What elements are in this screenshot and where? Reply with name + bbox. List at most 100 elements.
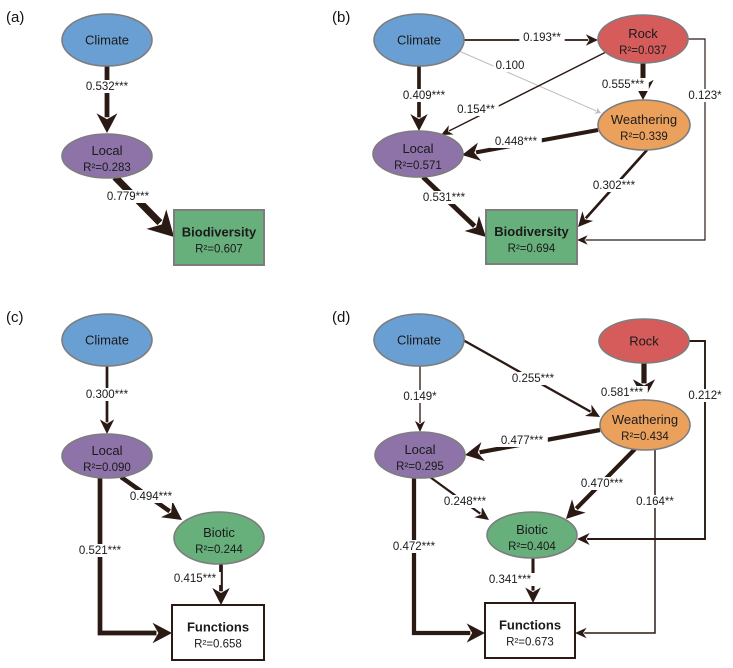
node-title: Rock <box>628 26 658 41</box>
arrowhead-icon <box>152 622 172 644</box>
node-title: Climate <box>85 333 129 348</box>
path-coefficient-label: 0.154** <box>453 103 499 116</box>
coefficient-text: 0.779*** <box>107 191 150 203</box>
path-coefficient-label: 0.448*** <box>490 135 542 148</box>
path-climate-to-local <box>96 66 118 133</box>
coefficient-text: 0.212* <box>688 390 722 402</box>
path-line <box>584 450 656 634</box>
label-background <box>388 540 440 553</box>
label-background <box>125 490 177 503</box>
edges <box>411 338 706 643</box>
node-shape <box>486 511 578 559</box>
arrowhead-icon <box>594 107 601 114</box>
path-coefficient-label: 0.100 <box>493 59 527 72</box>
node-r-squared: R²=0.090 <box>83 462 131 474</box>
edge-labels: 0.532*** 0.779*** <box>81 80 154 203</box>
path-line <box>448 51 607 132</box>
path-coefficient-label: 0.302*** <box>588 179 640 192</box>
arrowhead-icon <box>160 501 182 520</box>
coefficient-text: 0.470*** <box>581 478 624 490</box>
coefficient-text: 0.472*** <box>393 541 436 553</box>
label-background <box>418 191 470 204</box>
label-background <box>496 434 548 447</box>
path-climate-to-weathering <box>458 50 601 114</box>
node-r-squared: R²=0.673 <box>506 637 554 649</box>
coefficient-text: 0.302*** <box>593 180 636 192</box>
panel-b: (b) Climate RockR²=0.037WeatheringR²=0.33… <box>332 9 725 265</box>
label-background <box>484 573 536 586</box>
coefficient-text: 0.164** <box>636 496 674 508</box>
node-title: Local <box>91 443 122 458</box>
label-background <box>102 190 154 203</box>
node-shape <box>599 399 691 451</box>
path-coefficient-label: 0.779*** <box>102 190 154 203</box>
arrowhead-icon <box>414 420 426 432</box>
coefficient-text: 0.494*** <box>130 491 173 503</box>
arrowhead-icon <box>525 587 541 603</box>
label-background <box>493 59 527 72</box>
arrowhead-icon <box>462 142 482 161</box>
path-rock-to-biotic <box>577 340 706 545</box>
arrowhead-icon <box>474 506 489 520</box>
coefficient-text: 0.154** <box>457 104 495 116</box>
label-background <box>453 103 499 116</box>
node-shape <box>61 313 153 367</box>
label-background <box>74 544 126 557</box>
arrowhead-icon <box>577 235 588 245</box>
arrowhead-icon <box>99 419 115 434</box>
label-background <box>576 477 628 490</box>
path-coefficient-label: 0.477*** <box>496 434 548 447</box>
arrowhead-icon <box>410 114 428 131</box>
node-title: Climate <box>85 33 129 48</box>
coefficient-text: 0.409*** <box>403 90 446 102</box>
coefficient-text: 0.532*** <box>86 81 129 93</box>
node-r-squared: R²=0.571 <box>394 160 442 172</box>
node-climate: Climate <box>373 13 465 67</box>
path-coefficient-label: 0.212* <box>685 389 725 402</box>
nodes: ClimateLocalR²=0.090BioticR²=0.244Functi… <box>61 313 265 661</box>
path-line <box>587 340 706 540</box>
coefficient-text: 0.149* <box>403 391 437 403</box>
node-shape <box>597 99 691 151</box>
label-background <box>490 135 542 148</box>
path-coefficient-label: 0.494*** <box>125 490 177 503</box>
path-line <box>458 50 597 112</box>
node-r-squared: R²=0.404 <box>508 541 556 553</box>
arrowhead-icon <box>566 499 586 519</box>
coefficient-text: 0.448*** <box>495 136 538 148</box>
node-title: Local <box>404 442 435 457</box>
edge-labels: 0.193**0.1000.409***0.154**0.555***0.123… <box>398 31 725 204</box>
path-weathering-to-functions <box>575 450 656 639</box>
label-background <box>439 495 491 508</box>
label-background <box>597 78 649 91</box>
node-shape <box>598 318 690 364</box>
path-rock-to-biodiversity <box>577 38 706 245</box>
coefficient-text: 0.300*** <box>86 389 129 401</box>
label-background <box>588 179 640 192</box>
coefficient-text: 0.531*** <box>423 192 466 204</box>
panel-label: (a) <box>6 9 24 26</box>
node-title: Biodiversity <box>182 225 257 240</box>
node-r-squared: R²=0.295 <box>396 461 444 473</box>
node-title: Local <box>402 141 433 156</box>
label-background <box>596 386 648 399</box>
path-coefficient-label: 0.555*** <box>597 78 649 91</box>
node-climate: Climate <box>61 13 153 67</box>
node-title: Climate <box>397 33 441 48</box>
path-local-to-biodiversity <box>112 174 174 237</box>
panel-label: (b) <box>332 9 350 26</box>
panel-label: (d) <box>332 309 350 326</box>
node-title: Weathering <box>611 112 677 127</box>
node-shape <box>171 604 265 661</box>
edge-labels: 0.149*0.255***0.581***0.212*0.477***0.47… <box>388 372 725 586</box>
arrowhead-icon <box>441 125 454 135</box>
label-background <box>398 89 450 102</box>
arrowhead-icon <box>578 211 594 227</box>
